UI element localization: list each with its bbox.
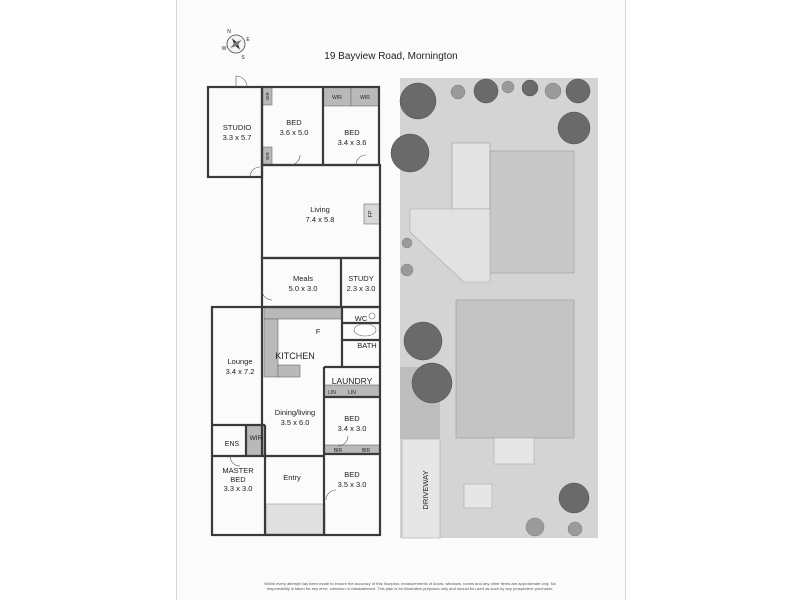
driveway xyxy=(401,438,441,539)
room-bed-name: BED xyxy=(286,118,302,127)
room-bed-name: BED xyxy=(344,414,360,423)
room-dining-name: Dining/living xyxy=(275,408,315,417)
compass-west: W xyxy=(222,46,227,52)
porch xyxy=(493,437,535,465)
door xyxy=(289,154,301,166)
room-bed-dims: 3.4 x 3.6 xyxy=(338,138,367,147)
compass-south: S xyxy=(241,55,245,61)
room-laundry-name: LAUNDRY xyxy=(332,376,373,386)
shrub xyxy=(401,237,413,249)
toilet-icon xyxy=(368,312,376,320)
shrub xyxy=(450,84,466,100)
room-master-name2: BED xyxy=(230,475,246,484)
door xyxy=(355,154,367,166)
kitchen-bench xyxy=(263,318,279,378)
room-bed-dims: 3.4 x 3.0 xyxy=(338,424,367,433)
kitchen-bench xyxy=(277,364,301,378)
paving xyxy=(409,208,491,283)
room-wc-name: WC xyxy=(355,314,368,323)
fixture-wir-label: WIR xyxy=(332,95,342,101)
shrub xyxy=(400,263,414,277)
compass-needle xyxy=(230,39,242,49)
built-in-robes xyxy=(323,444,381,455)
tree xyxy=(473,78,499,104)
room-master-dims: 3.3 x 3.0 xyxy=(224,484,253,493)
kitchen-bench xyxy=(263,306,343,320)
fixture-lin-label: LIN xyxy=(328,390,336,396)
shrub xyxy=(544,82,562,100)
doors xyxy=(229,75,367,501)
bathtub xyxy=(353,323,377,337)
room-studio-name: STUDIO xyxy=(223,123,252,132)
compass-north: N xyxy=(227,29,231,35)
fixture-fp-label: FP xyxy=(368,210,374,217)
roof-rear xyxy=(489,150,575,274)
compass-east: E xyxy=(246,37,250,43)
room-bath-name: BATH xyxy=(357,341,376,350)
fixture-lin-label: LIN xyxy=(348,390,356,396)
room-meals-dims: 5.0 x 3.0 xyxy=(289,284,318,293)
room-ens-name: ENS xyxy=(225,441,240,448)
room-wir-name: WIR xyxy=(250,435,263,442)
tree xyxy=(390,133,430,173)
tree xyxy=(521,79,539,97)
fixture-bir-label: BIR xyxy=(334,448,343,454)
room-living-name: Living xyxy=(310,205,330,214)
door xyxy=(229,455,241,467)
room-master-name: MASTER xyxy=(222,466,254,475)
fixture-fridge-label: F xyxy=(316,329,320,336)
door xyxy=(261,289,273,301)
main-house-walls xyxy=(210,305,382,537)
tree xyxy=(403,321,443,361)
fixture-labels: WIR WIR BIR BIR FP F LIN LIN BIR BIR xyxy=(265,92,374,454)
compass-icon: N E S W xyxy=(222,29,251,61)
room-studio-dims: 3.3 x 5.7 xyxy=(223,133,252,142)
roof-main xyxy=(455,299,575,439)
disclaimer: Whilst every attempt has been made to en… xyxy=(264,581,556,591)
trees xyxy=(390,78,591,514)
tree xyxy=(565,78,591,104)
room-bed-dims: 3.6 x 5.0 xyxy=(280,128,309,137)
room-kitchen-name: KITCHEN xyxy=(275,351,315,361)
door xyxy=(325,489,337,501)
shrubs xyxy=(400,80,583,537)
tree xyxy=(558,482,590,514)
room-living-dims: 7.4 x 5.8 xyxy=(306,215,335,224)
room-entry-name: Entry xyxy=(283,473,301,482)
shrub xyxy=(567,521,583,537)
room-bed-name: BED xyxy=(344,128,360,137)
front-porch xyxy=(265,503,326,535)
page-title: 19 Bayview Road, Mornington xyxy=(324,51,457,62)
room-study-dims: 2.3 x 3.0 xyxy=(347,284,376,293)
fixture-bir-label: BIR xyxy=(265,92,270,100)
studio-walls xyxy=(206,85,264,179)
door xyxy=(235,75,248,88)
room-meals-name: Meals xyxy=(293,274,313,283)
walls xyxy=(206,85,382,537)
room-lounge-name: Lounge xyxy=(227,357,252,366)
shrub xyxy=(501,80,515,94)
fixture-bir-label: BIR xyxy=(265,152,270,160)
room-study-name: STUDY xyxy=(348,274,373,283)
tree xyxy=(411,362,453,404)
fixture-wir-label: WIR xyxy=(360,95,370,101)
room-bed-dims: 3.5 x 3.0 xyxy=(338,480,367,489)
door xyxy=(249,166,261,178)
room-lounge-dims: 3.4 x 7.2 xyxy=(226,367,255,376)
driveway-label: DRIVEWAY xyxy=(421,470,430,509)
door xyxy=(337,435,349,447)
room-dining-dims: 3.5 x 6.0 xyxy=(281,418,310,427)
shrub xyxy=(525,517,545,537)
tree xyxy=(399,82,437,120)
tree xyxy=(557,111,591,145)
room-labels: STUDIO 3.3 x 5.7 BED 3.6 x 5.0 BED 3.4 x… xyxy=(222,118,376,493)
carport xyxy=(451,142,491,210)
room-bed-name: BED xyxy=(344,470,360,479)
fixture-bir-label: BIR xyxy=(362,448,371,454)
site-plan: DRIVEWAY xyxy=(390,78,598,539)
shed xyxy=(463,483,493,509)
